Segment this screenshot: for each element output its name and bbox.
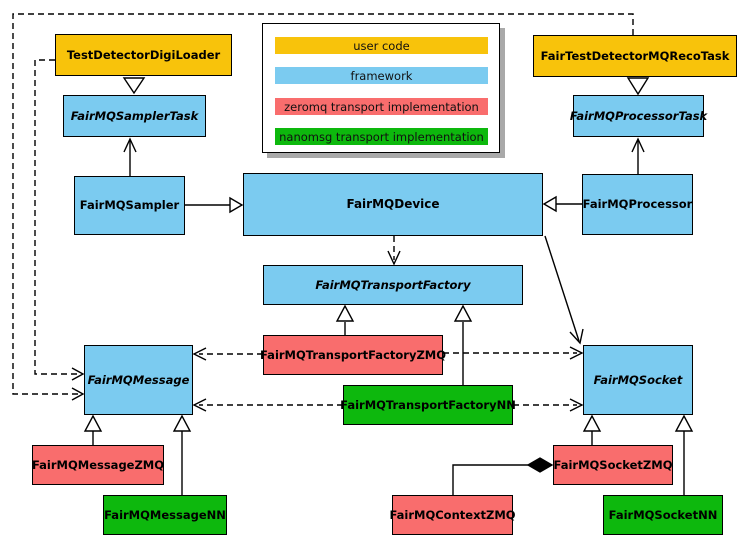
triangle-up-socket-right [674, 414, 694, 432]
arrowhead-open [569, 328, 584, 345]
arrowhead-open [631, 137, 645, 153]
legend-label: zeromq transport implementation [284, 99, 479, 114]
arrowhead-open [569, 346, 584, 360]
triangle-up-transportfactory-right [453, 304, 473, 322]
arrowhead-open [71, 367, 85, 381]
legend-item-zeromq: zeromq transport implementation [275, 98, 488, 115]
arrowhead-open [192, 398, 207, 412]
triangle-up-message-right [172, 414, 192, 432]
arrowhead-open [569, 398, 584, 412]
class-box-fairmqtransportfactoryzmq: FairMQTransportFactoryZMQ [260, 335, 446, 375]
legend: user code framework zeromq transport imp… [262, 23, 500, 153]
legend-item-nanomsg: nanomsg transport implementation [275, 128, 488, 145]
legend-label: user code [353, 38, 410, 53]
class-box-fairmqdevice: FairMQDevice [243, 173, 543, 236]
arrowhead-open [71, 387, 85, 401]
class-box-fairmqsocketnn: FairMQSocketNN [603, 495, 723, 535]
arrowhead-open [192, 347, 207, 361]
class-box-fairmqmessage: FairMQMessage [84, 345, 193, 415]
class-box-fairtestdetectormqrecotask: FairTestDetectorMQRecoTask [533, 35, 737, 77]
class-box-fairmqmessagezmq: FairMQMessageZMQ [32, 445, 164, 485]
arrowhead-open [387, 250, 401, 266]
legend-label: nanomsg transport implementation [279, 129, 484, 144]
class-box-fairmqprocessortask: FairMQProcessorTask [570, 95, 707, 137]
legend-item-user-code: user code [275, 37, 488, 54]
legend-label: framework [350, 68, 413, 83]
composition-contextzmq-line [452, 464, 528, 495]
triangle-down-samplertask [122, 77, 146, 95]
class-box-fairmqsocketzmq: FairMQSocketZMQ [553, 445, 673, 485]
triangle-left-device [542, 195, 557, 213]
triangle-up-message-left [83, 414, 103, 432]
composition-diamond [526, 457, 554, 473]
class-box-fairmqsocket: FairMQSocket [583, 345, 693, 415]
arrowhead-open [123, 137, 137, 153]
class-box-fairmqsampler: FairMQSampler [74, 176, 185, 235]
triangle-right-device [229, 196, 244, 214]
class-box-fairmqprocessor: FairMQProcessor [582, 174, 693, 235]
class-box-fairmqtransportfactorynn: FairMQTransportFactoryNN [340, 385, 516, 425]
class-box-fairmqsamplertask: FairMQSamplerTask [63, 95, 206, 137]
class-box-fairmqtransportfactory: FairMQTransportFactory [263, 265, 523, 305]
triangle-up-transportfactory-left [335, 304, 355, 322]
assoc-device-to-socket-line [544, 235, 580, 342]
triangle-down-processortask [626, 77, 650, 96]
class-box-testdetectordigiloader: TestDetectorDigiLoader [55, 34, 232, 76]
class-box-fairmqmessagenn: FairMQMessageNN [103, 495, 227, 535]
legend-item-framework: framework [275, 67, 488, 84]
class-box-fairmqcontextzmq: FairMQContextZMQ [389, 495, 516, 535]
triangle-up-socket-left [582, 414, 602, 432]
